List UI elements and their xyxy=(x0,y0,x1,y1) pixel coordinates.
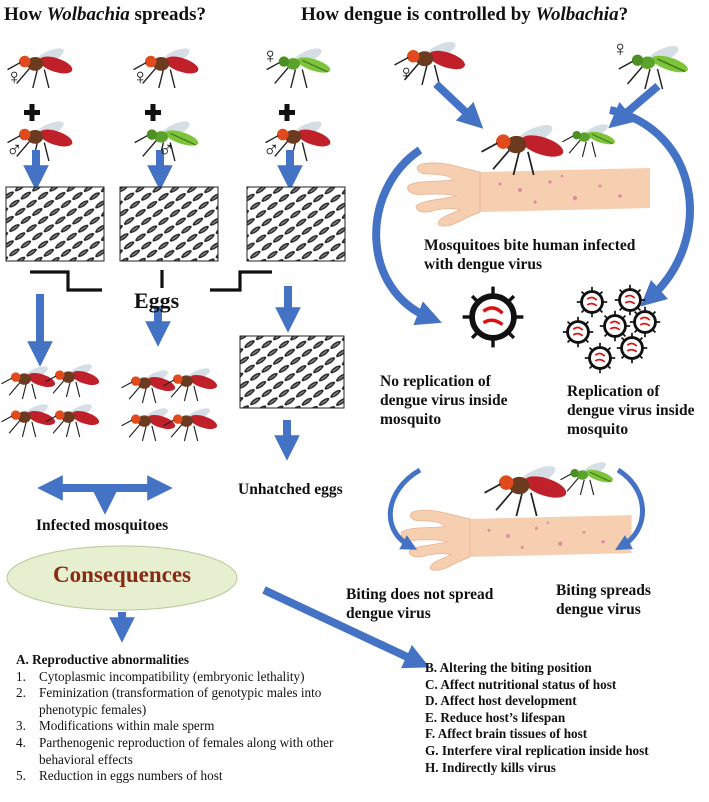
arrows-to-offspring xyxy=(27,286,301,461)
infected-bracket-arrow xyxy=(37,475,173,515)
female-symbol: ♀ xyxy=(262,43,279,68)
reproductive-heading: A. Reproductive abnormalities xyxy=(16,652,190,667)
replication-label: Replication of dengue virus inside mosqu… xyxy=(567,383,695,438)
other-effects-list: B. Altering the biting position C. Affec… xyxy=(425,660,705,776)
eggs-label: Eggs xyxy=(134,288,180,313)
hand-bottom xyxy=(400,458,632,571)
list-item: C. Affect nutritional status of host xyxy=(425,676,617,692)
egg-images xyxy=(5,186,346,409)
bite-label: Mosquitoes bite human infected with deng… xyxy=(424,237,636,273)
male-symbol: ♂ xyxy=(263,137,280,162)
infected-mosquito-group-2 xyxy=(120,364,220,442)
consequences-label: Consequences xyxy=(52,562,191,587)
arrows-to-eggs xyxy=(23,150,303,191)
curved-arrows-top xyxy=(372,106,694,326)
consequences-ellipse xyxy=(6,545,238,611)
curved-arrows-bottom xyxy=(387,467,645,550)
list-item: B. Altering the biting position xyxy=(425,660,592,675)
reproductive-list: A. Reproductive abnormalities 1.Cytoplas… xyxy=(16,652,356,785)
female-symbol: ♀ xyxy=(132,64,149,89)
plus-signs xyxy=(24,104,295,121)
hand-top xyxy=(407,119,651,227)
no-replication-label: No replication of dengue virus inside mo… xyxy=(380,373,508,428)
list-item: G. Interfere viral replication inside ho… xyxy=(425,742,649,758)
list-item: 2.Feminization (transformation of genoty… xyxy=(16,685,322,717)
right-title: How dengue is controlled by Wolbachia? xyxy=(301,4,629,25)
female-symbol: ♀ xyxy=(6,64,23,89)
list-item: 3.Modifications within male sperm xyxy=(16,718,215,734)
infected-mosquitoes-label: Infected mosquitoes xyxy=(36,517,169,534)
list-item: 5.Reduction in eggs numbers of host xyxy=(16,768,223,784)
list-item: E. Reduce host’s lifespan xyxy=(425,709,566,725)
list-item: H. Indirectly kills virus xyxy=(425,759,556,775)
list-item: D. Affect host development xyxy=(425,693,577,709)
top-uninfected-mosquito xyxy=(618,41,691,90)
list-item: 4.Parthenogenic reproduction of females … xyxy=(16,734,334,767)
infected-mosquito-group-1 xyxy=(0,360,102,438)
arrow-to-list-b xyxy=(262,586,430,669)
unhatched-eggs-label: Unhatched eggs xyxy=(238,481,343,498)
list-item: 1.Cytoplasmic incompatibility (embryonic… xyxy=(16,668,305,684)
biting-spreads-label: Biting spreads dengue virus xyxy=(556,582,651,618)
virus-single-icon xyxy=(463,287,524,348)
male-symbol: ♂ xyxy=(158,137,175,162)
female-symbol: ♀ xyxy=(612,36,629,61)
virus-cluster-icon xyxy=(561,283,662,375)
step-lines xyxy=(30,270,272,292)
list-item: F. Affect brain tissues of host xyxy=(425,726,588,742)
biting-not-spread-label: Biting does not spread dengue virus xyxy=(346,586,494,622)
female-symbol: ♀ xyxy=(398,60,415,85)
male-symbol: ♂ xyxy=(6,137,23,162)
left-title: How Wolbachia spreads? xyxy=(4,4,206,25)
